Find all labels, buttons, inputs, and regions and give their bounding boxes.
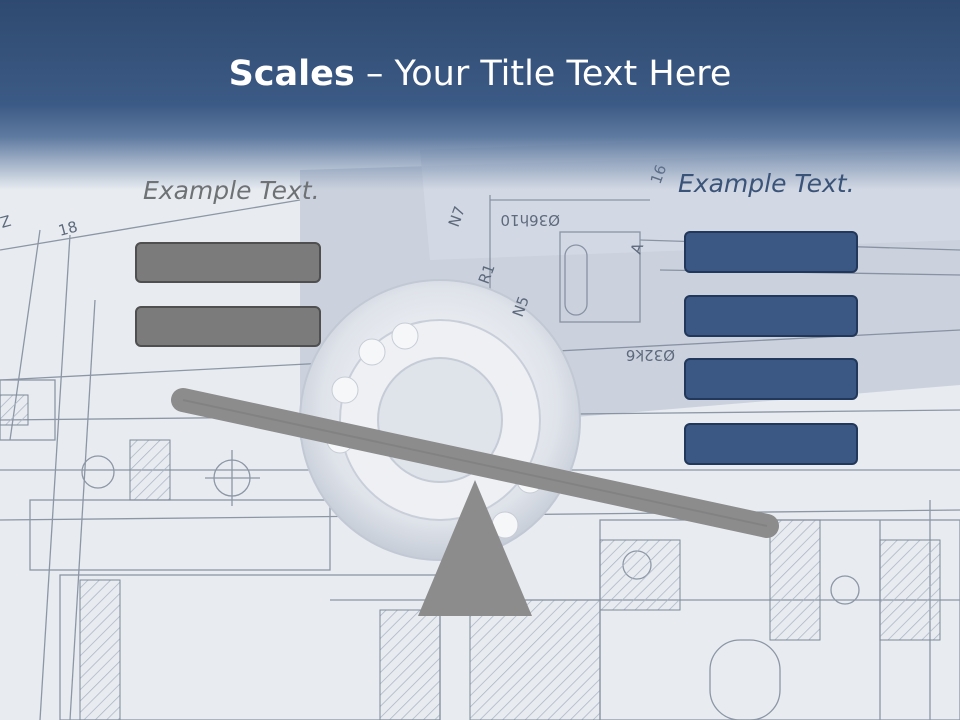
left-box-1 [135,242,321,283]
scale-fulcrum [418,480,532,616]
slide-title-bold: Scales [228,54,355,94]
slide-title: Scales – Your Title Text Here [0,52,960,96]
left-example-label: Example Text. [143,176,320,205]
right-box-2 [684,295,858,337]
blueprint-label: Ø32k6 [626,346,675,364]
slide-title-rest: – Your Title Text Here [354,54,732,94]
right-example-label: Example Text. [678,169,855,198]
scale-graphic [171,388,779,616]
blueprint-label: R1 [475,261,499,286]
bearing-illustration [299,279,581,561]
blueprint-label: 18 [56,218,79,240]
title-band [0,0,960,190]
left-box-2 [135,306,321,347]
right-box-3 [684,358,858,400]
blueprint-label: Ø36h10 [501,211,561,229]
right-box-1 [684,231,858,273]
right-box-4 [684,423,858,465]
